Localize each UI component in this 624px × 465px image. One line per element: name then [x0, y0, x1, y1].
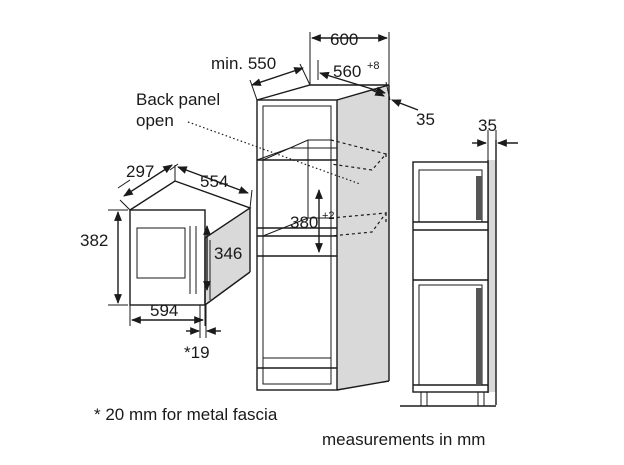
back-panel-label: Back panel — [136, 90, 220, 109]
appliance-side-face — [205, 208, 250, 305]
side-view-drawing — [400, 130, 518, 407]
dim-560-tolerance: +8 — [367, 60, 380, 72]
dim-346: 346 — [214, 244, 242, 263]
appliance-drawing — [108, 163, 253, 338]
dim-35-top: 35 — [416, 110, 435, 129]
dim-297: 297 — [126, 162, 154, 181]
appliance-front — [129, 209, 206, 306]
back-panel-label-open: open — [136, 111, 174, 130]
dim-554: 554 — [200, 172, 228, 191]
units-note: measurements in mm — [322, 430, 485, 449]
dim-35-side: 35 — [478, 116, 497, 135]
fascia-note: * 20 mm for metal fascia — [94, 405, 278, 424]
dim-fascia-19: *19 — [184, 343, 210, 362]
cabinet-front — [256, 99, 338, 391]
dim-560: 560 — [333, 62, 361, 81]
dim-380-tolerance: +2 — [322, 210, 335, 222]
cabinet-drawing — [187, 32, 419, 391]
dim-380: 380 — [290, 213, 318, 232]
dim-594: 594 — [150, 301, 178, 320]
dim-382: 382 — [80, 231, 108, 250]
appliance-window — [136, 227, 186, 279]
dim-min-550: min. 550 — [211, 54, 276, 73]
dim-600: 600 — [330, 30, 358, 49]
